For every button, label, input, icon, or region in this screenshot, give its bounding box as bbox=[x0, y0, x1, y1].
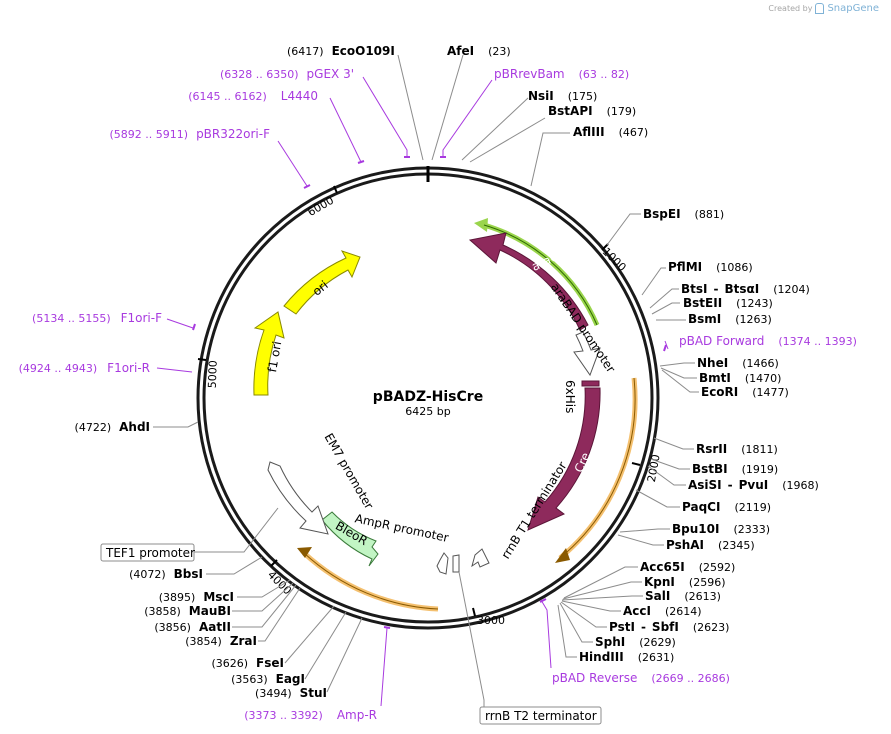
enzyme-bmti[interactable]: BmtI(1470) bbox=[699, 371, 781, 385]
plasmid-length: 6425 bp bbox=[405, 405, 450, 418]
primer-f1orir[interactable]: (4924 .. 4943)F1ori-R bbox=[19, 361, 150, 375]
ori-feature[interactable] bbox=[283, 250, 361, 315]
enzyme-afei[interactable]: AfeI(23) bbox=[447, 44, 511, 58]
enzyme-psti[interactable]: PstI-SbfI(2623) bbox=[609, 620, 729, 634]
enzyme-bbsi[interactable]: (4072)BbsI bbox=[129, 567, 203, 581]
enzyme-aatii[interactable]: (3856)AatII bbox=[154, 620, 231, 634]
enzyme-acci[interactable]: AccI(2614) bbox=[623, 604, 702, 618]
tick-marks bbox=[197, 185, 641, 617]
enzyme-btsi[interactable]: BtsI-BtsαI(1204) bbox=[681, 282, 810, 296]
arac-green-line bbox=[483, 224, 598, 326]
created-by-text: Created by bbox=[768, 4, 813, 13]
arac-label: araC bbox=[529, 249, 560, 274]
enzyme-bspei[interactable]: BspEI(881) bbox=[643, 207, 724, 221]
enzyme-leaders bbox=[153, 54, 699, 693]
terminator-small-2[interactable] bbox=[452, 554, 460, 573]
orange-arrowhead-bottom bbox=[297, 547, 312, 558]
snapgene-text: SnapGene bbox=[827, 3, 879, 14]
rrnb-t2-box[interactable] bbox=[479, 706, 602, 725]
his-tag-feature[interactable] bbox=[581, 380, 600, 387]
primer-leaders bbox=[156, 76, 669, 707]
tick-4000 bbox=[270, 559, 278, 567]
orange-arrowhead-right bbox=[555, 548, 570, 563]
tick-6000 bbox=[333, 185, 338, 194]
tick-2000 bbox=[631, 462, 641, 466]
pgex3-leader bbox=[362, 76, 408, 157]
snapgene-brand: Created by SnapGene bbox=[768, 3, 879, 14]
em7-promoter-label: EM7 promoter bbox=[321, 431, 376, 512]
rrnb-t2-leader bbox=[458, 571, 485, 707]
pbr322ori-leader bbox=[277, 140, 308, 187]
enzyme-bpu10i[interactable]: Bpu10I(2333) bbox=[672, 522, 770, 536]
rrnb-t2-label: rrnB T2 terminator bbox=[485, 709, 597, 723]
enzyme-bsmi[interactable]: BsmI(1263) bbox=[688, 312, 772, 326]
tef1-leader bbox=[194, 507, 279, 553]
enzyme-nsii[interactable]: NsiI(175) bbox=[528, 89, 597, 103]
l4440-leader bbox=[329, 97, 362, 163]
primer-pbadrev[interactable]: pBAD Reverse(2669 .. 2686) bbox=[552, 671, 730, 685]
cre-feature[interactable] bbox=[527, 387, 601, 531]
enzyme-nhei[interactable]: NheI(1466) bbox=[697, 356, 779, 370]
primer-pbr322ori[interactable]: (5892 .. 5911)pBR322ori-F bbox=[110, 127, 271, 141]
pbadrev-leader bbox=[540, 599, 552, 669]
enzyme-asisi[interactable]: AsiSI-PvuI(1968) bbox=[688, 478, 819, 492]
orange-line-right bbox=[559, 377, 636, 559]
enzyme-sphi[interactable]: SphI(2629) bbox=[595, 635, 676, 649]
enzyme-stui[interactable]: (3494)StuI bbox=[255, 686, 327, 700]
arabad-promoter-feature[interactable] bbox=[573, 331, 601, 377]
f1orif-leader bbox=[166, 318, 194, 329]
primer-f1orif[interactable]: (5134 .. 5155)F1ori-F bbox=[32, 311, 162, 325]
tick-5000 bbox=[197, 358, 207, 361]
tef1-label: TEF1 promoter bbox=[105, 546, 195, 560]
enzyme-bstbi[interactable]: BstBI(1919) bbox=[692, 462, 778, 476]
enzyme-hindiii[interactable]: HindIII(2631) bbox=[579, 650, 674, 664]
tick-label-5000: 5000 bbox=[206, 360, 220, 388]
enzyme-eagi[interactable]: (3563)EagI bbox=[231, 672, 305, 686]
enzyme-ahdi[interactable]: (4722)AhdI bbox=[75, 420, 150, 434]
enzyme-ecoo109i[interactable]: (6417)EcoO109I bbox=[287, 44, 395, 58]
enzyme-sali[interactable]: SalI(2613) bbox=[645, 589, 721, 603]
enzyme-pshai[interactable]: PshAI(2345) bbox=[666, 538, 755, 552]
arac-feature[interactable] bbox=[468, 232, 589, 331]
pbrrevbam-leader bbox=[442, 79, 493, 157]
bleor-feature[interactable] bbox=[321, 511, 379, 567]
enzyme-rsrii[interactable]: RsrII(1811) bbox=[696, 442, 778, 456]
tick-label-3000: 3000 bbox=[477, 614, 505, 627]
primer-pgex3[interactable]: (6328 .. 6350)pGEX 3' bbox=[220, 67, 354, 81]
enzyme-msci[interactable]: (3895)MscI bbox=[159, 590, 234, 604]
primer-ampr[interactable]: (3373 .. 3392)Amp-R bbox=[244, 708, 377, 722]
his-tag-label: 6xHis bbox=[563, 380, 577, 413]
enzyme-pflmi[interactable]: PflMI(1086) bbox=[668, 260, 753, 274]
pbadfwd-leader bbox=[664, 340, 669, 350]
snapgene-logo-icon bbox=[815, 3, 825, 14]
primer-pbrrevbam[interactable]: pBRrevBam(63 .. 82) bbox=[494, 67, 629, 81]
enzyme-kpni[interactable]: KpnI(2596) bbox=[644, 575, 725, 589]
ampr-primer-leader bbox=[380, 627, 388, 707]
enzyme-aflii[interactable]: AflIII(467) bbox=[573, 125, 648, 139]
enzyme-bsteii[interactable]: BstEII(1243) bbox=[683, 296, 773, 310]
tick-label-6000: 6000 bbox=[305, 194, 336, 219]
enzyme-paqci[interactable]: PaqCI(2119) bbox=[682, 500, 771, 514]
f1-ori-label: f1 ori bbox=[265, 340, 284, 373]
enzyme-acc65i[interactable]: Acc65I(2592) bbox=[640, 560, 735, 574]
em7-promoter-feature[interactable] bbox=[267, 461, 329, 535]
tick-3000 bbox=[472, 607, 476, 617]
primer-l4440[interactable]: (6145 .. 6162)L4440 bbox=[188, 89, 318, 103]
f1-ori-feature[interactable] bbox=[253, 311, 285, 396]
f1orir-leader bbox=[156, 367, 193, 373]
enzyme-bstapi[interactable]: BstAPI(179) bbox=[548, 104, 636, 118]
enzyme-ecori[interactable]: EcoRI(1477) bbox=[701, 385, 789, 399]
enzyme-maubi[interactable]: (3858)MauBI bbox=[144, 604, 231, 618]
enzyme-zrai[interactable]: (3854)ZraI bbox=[185, 634, 257, 648]
primer-pbadfwd[interactable]: pBAD Forward(1374 .. 1393) bbox=[679, 334, 857, 348]
rrnb-t1-feature[interactable] bbox=[471, 548, 490, 568]
plasmid-name: pBADZ-HisCre bbox=[373, 389, 483, 405]
arac-green-arrowhead bbox=[474, 218, 488, 232]
tick-label-2000: 2000 bbox=[645, 453, 663, 483]
terminator-small-1[interactable] bbox=[436, 552, 449, 575]
orange-line-bottom bbox=[303, 552, 439, 610]
enzyme-fsei[interactable]: (3626)FseI bbox=[211, 656, 284, 670]
